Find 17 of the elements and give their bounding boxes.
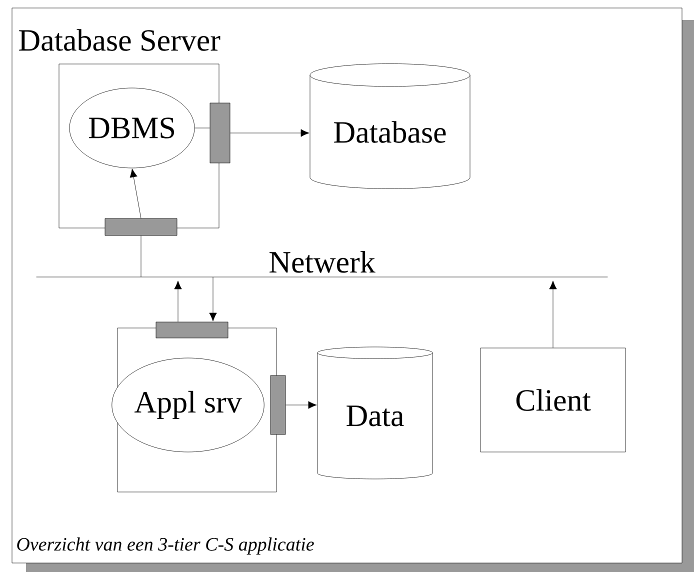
connector-line bbox=[140, 236, 142, 278]
caption: Overzicht van een 3-tier C-S applicatie bbox=[17, 537, 314, 555]
port-bar bbox=[156, 322, 228, 338]
database-cylinder: Database bbox=[310, 64, 470, 189]
client-box: Client bbox=[480, 348, 626, 452]
arrow bbox=[286, 401, 317, 409]
port-bar bbox=[104, 218, 178, 236]
port-bar bbox=[270, 375, 286, 435]
arrow bbox=[230, 129, 310, 137]
arrow bbox=[174, 280, 182, 322]
arrow bbox=[549, 280, 557, 348]
arrow bbox=[130, 168, 142, 218]
node-label: Database Server bbox=[19, 29, 220, 51]
arrow bbox=[209, 276, 217, 322]
database-cylinder: Data bbox=[317, 346, 433, 480]
network-line: Netwerk bbox=[36, 250, 608, 278]
port-bar bbox=[210, 102, 230, 164]
